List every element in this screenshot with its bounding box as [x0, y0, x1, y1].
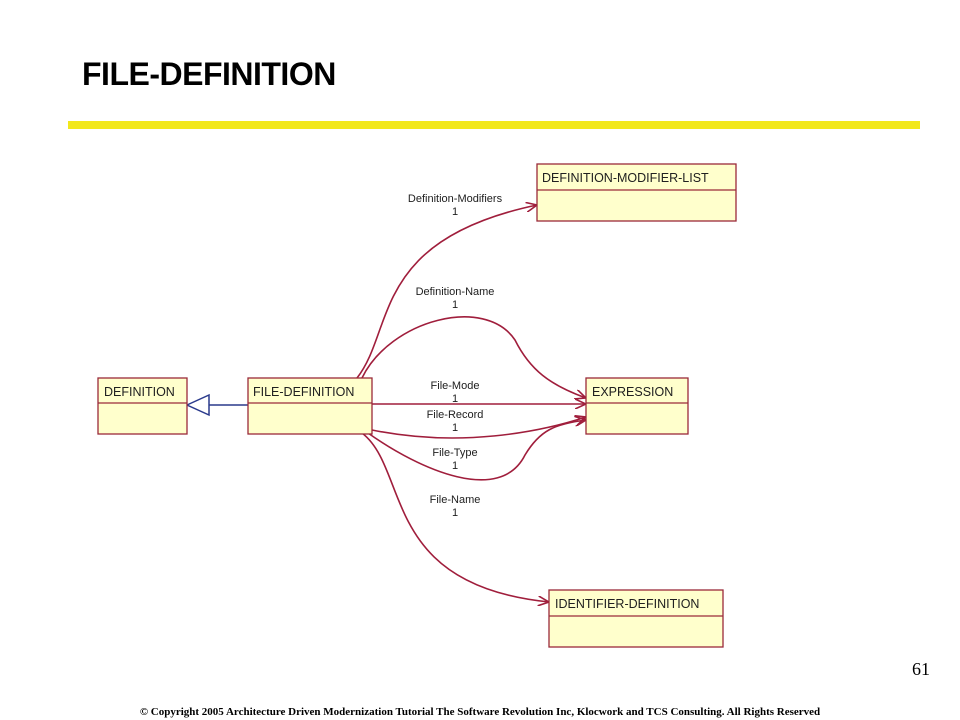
role-file-record: File-Record	[427, 409, 484, 421]
class-expression: EXPRESSION	[585, 377, 689, 435]
class-expression-name: EXPRESSION	[592, 385, 673, 399]
class-identifier-definition-name: IDENTIFIER-DEFINITION	[555, 597, 699, 611]
class-definition: DEFINITION	[97, 377, 188, 435]
mult-file-record: 1	[452, 422, 458, 434]
role-file-name: File-Name	[430, 494, 481, 506]
mult-definition-name: 1	[452, 299, 458, 311]
page-number: 61	[912, 659, 930, 679]
class-file-definition-name: FILE-DEFINITION	[253, 385, 354, 399]
mult-definition-modifiers: 1	[452, 206, 458, 218]
class-identifier-definition: IDENTIFIER-DEFINITION	[548, 589, 724, 648]
class-definition-modifier-list: DEFINITION-MODIFIER-LIST	[536, 163, 737, 222]
title-rule	[68, 121, 920, 129]
generalization-arrowhead	[185, 393, 210, 417]
class-definition-name: DEFINITION	[104, 385, 175, 399]
copyright-footer: © Copyright 2005 Architecture Driven Mod…	[139, 706, 821, 718]
role-definition-name: Definition-Name	[416, 286, 495, 298]
role-definition-modifiers: Definition-Modifiers	[408, 193, 503, 205]
assoc-line-file-name	[361, 432, 549, 602]
class-definition-modifier-list-name: DEFINITION-MODIFIER-LIST	[542, 171, 709, 185]
mult-file-name: 1	[452, 507, 458, 519]
class-file-definition: FILE-DEFINITION	[247, 377, 373, 435]
assoc-line-file-type	[367, 420, 586, 481]
assoc-line-definition-name	[361, 316, 586, 398]
role-file-mode: File-Mode	[431, 380, 480, 392]
assoc-line-definition-modifiers	[356, 205, 537, 379]
role-file-type: File-Type	[432, 447, 477, 459]
mult-file-type: 1	[452, 460, 458, 472]
slide-title: FILE-DEFINITION	[82, 56, 336, 92]
mult-file-mode: 1	[452, 393, 458, 405]
